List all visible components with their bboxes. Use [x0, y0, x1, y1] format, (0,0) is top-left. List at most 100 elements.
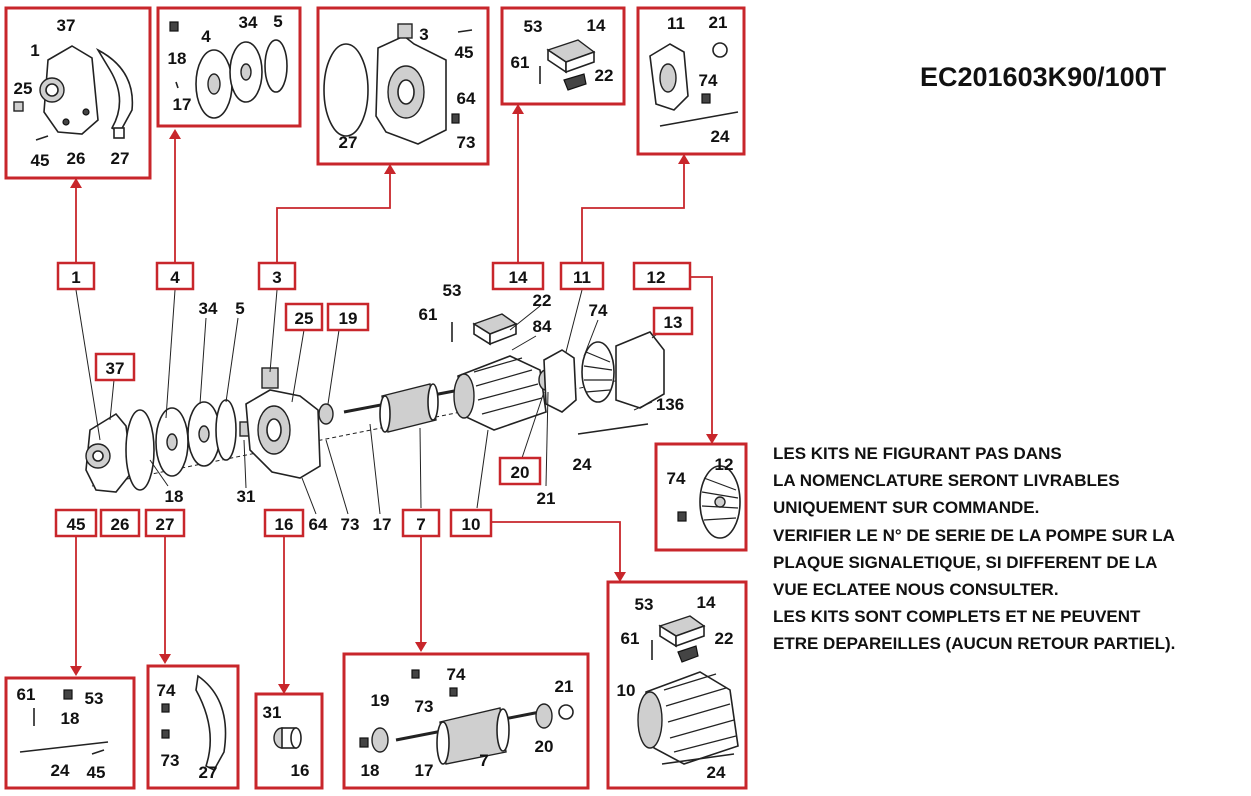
tag-12-text: 12 — [647, 268, 666, 287]
tag-11 — [559, 261, 605, 291]
kit-connectors — [70, 104, 718, 694]
tag-10-text: 10 — [462, 515, 481, 534]
impeller-part — [195, 39, 288, 119]
kit-14-label-22: 22 — [595, 66, 614, 85]
label-34: 34 — [199, 299, 218, 318]
tag-10 — [449, 508, 493, 538]
tag-4 — [155, 261, 195, 291]
kit-16-label-16: 16 — [291, 761, 310, 780]
rotor-main — [343, 383, 471, 433]
tag-7 — [401, 508, 441, 538]
nut-part — [677, 511, 687, 522]
gasket-part — [195, 674, 227, 772]
bearing-part — [371, 727, 389, 753]
kit-27-label-74: 74 — [157, 681, 176, 700]
kit-3-label-64: 64 — [457, 89, 476, 108]
fan-cover-main — [615, 331, 665, 409]
kit-16-box: 31 16 — [254, 692, 324, 790]
plug-part-2 — [161, 729, 170, 739]
fan-main — [581, 341, 615, 403]
kit-3-label-73: 73 — [457, 133, 476, 152]
kit-7-label-73: 73 — [415, 697, 434, 716]
note-line: LA NOMENCLATURE SERONT LIVRABLES — [773, 471, 1120, 491]
kit-3-box: 3 45 64 27 73 — [316, 6, 490, 166]
terminal-box-part — [546, 39, 596, 91]
label-74: 74 — [589, 301, 608, 320]
nut-part — [169, 21, 179, 32]
kit-11-label-21: 21 — [709, 13, 728, 32]
kit-3-label-45: 45 — [455, 43, 474, 62]
kit-1-label-27: 27 — [111, 149, 130, 168]
tag-7-text: 7 — [416, 515, 425, 534]
kit-12-label-12: 12 — [715, 455, 734, 474]
note-line: LES KITS SONT COMPLETS ET NE PEUVENT — [773, 607, 1141, 627]
motor-housing-main — [453, 355, 547, 431]
motor-housing-part — [637, 671, 739, 765]
tag-19 — [326, 302, 370, 332]
kit-10-label-24: 24 — [707, 763, 726, 782]
label-18: 18 — [165, 487, 184, 506]
kit-4-label-17: 17 — [173, 95, 192, 114]
kit-3-label-3: 3 — [419, 25, 428, 44]
note-line: VUE ECLATEE NOUS CONSULTER. — [773, 580, 1059, 600]
tag-45 — [54, 508, 98, 538]
kit-1-label-37: 37 — [57, 16, 76, 35]
nut-part — [63, 689, 73, 700]
kit-4-label-18: 18 — [168, 49, 187, 68]
kit-7-box: 74 73 19 21 20 18 17 7 — [342, 652, 590, 790]
kit-7-label-20: 20 — [535, 737, 554, 756]
seal-ring-part — [558, 704, 574, 720]
tag-27 — [144, 508, 186, 538]
tie-rod-part — [19, 741, 109, 753]
terminal-box-part — [658, 615, 706, 663]
kit-45-label-24: 24 — [51, 761, 70, 780]
tag-20-text: 20 — [511, 463, 530, 482]
tag-37-text: 37 — [106, 359, 125, 378]
tag-25 — [284, 302, 324, 332]
label-136: 136 — [656, 395, 684, 414]
tag-11-text: 11 — [573, 268, 591, 287]
label-84: 84 — [533, 317, 552, 336]
kit-27-label-27: 27 — [199, 763, 218, 782]
kit-7-label-18: 18 — [361, 761, 380, 780]
kit-4-label-5: 5 — [273, 12, 282, 31]
mechanical-seal-part — [273, 727, 302, 749]
tag-20 — [498, 456, 542, 486]
kit-27-box: 74 73 27 — [146, 664, 240, 790]
kit-27-label-73: 73 — [161, 751, 180, 770]
screw-part-2 — [91, 749, 105, 755]
rear-flange-main — [543, 349, 577, 413]
kit-12-box: 74 12 — [654, 442, 748, 552]
label-22: 22 — [533, 291, 552, 310]
nut-part — [359, 737, 369, 748]
screw-part — [35, 135, 49, 141]
kit-1-box: 37 1 25 45 26 27 — [4, 6, 152, 180]
bearing-main — [318, 403, 334, 425]
tag-37 — [94, 352, 136, 382]
terminal-box-main — [472, 313, 518, 346]
tag-1 — [56, 261, 96, 291]
kit-4-box: 18 4 34 5 17 — [156, 6, 302, 128]
note-line: PLAQUE SIGNALETIQUE, SI DIFFERENT DE LA — [773, 552, 1158, 572]
kit-1-label-45: 45 — [31, 151, 50, 170]
pump-body-main — [245, 367, 321, 479]
label-73: 73 — [341, 515, 360, 534]
tie-rod-part — [659, 111, 739, 127]
tag-1-text: 1 — [71, 268, 80, 287]
front-cover-main — [85, 412, 133, 493]
tag-4-text: 4 — [170, 268, 180, 287]
kit-14-label-61: 61 — [511, 53, 530, 72]
tag-13-text: 13 — [664, 313, 683, 332]
notes-block: LES KITS NE FIGURANT PAS DANS LA NOMENCL… — [773, 440, 1243, 658]
plug-part — [161, 703, 170, 713]
plug-part-2 — [449, 687, 458, 697]
gasket-part — [95, 47, 134, 139]
model-title: EC201603K90/100T — [920, 62, 1167, 92]
note-line: ETRE DEPAREILLES (AUCUN RETOUR PARTIEL). — [773, 634, 1176, 654]
rotor-part — [395, 707, 541, 765]
tag-14 — [491, 261, 545, 291]
kit-11-label-74: 74 — [699, 71, 718, 90]
tag-14-text: 14 — [509, 268, 528, 287]
tag-12 — [632, 261, 692, 291]
kit-7-label-17: 17 — [415, 761, 434, 780]
